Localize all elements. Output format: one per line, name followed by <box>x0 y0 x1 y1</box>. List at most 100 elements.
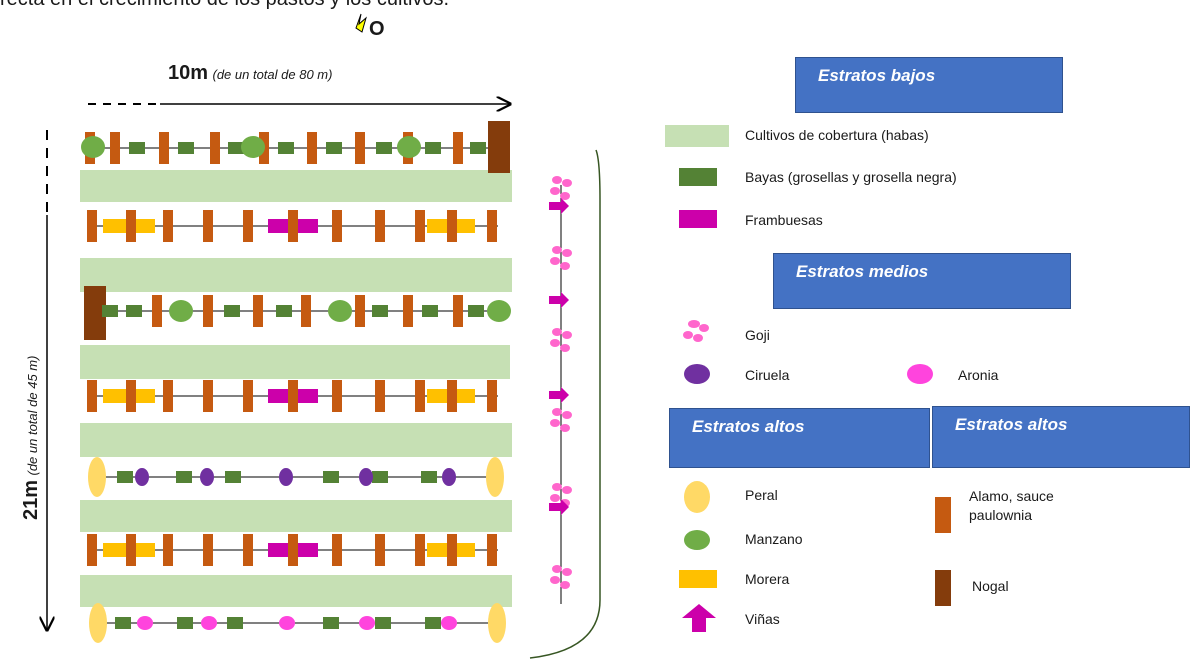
berry-bush <box>176 471 192 483</box>
berry-bush <box>372 305 388 317</box>
poplar-tree <box>253 295 263 327</box>
poplar-tree <box>87 534 97 566</box>
poplar-tree <box>159 132 169 164</box>
raspberry-swatch <box>679 210 717 228</box>
apple-swatch <box>684 530 710 550</box>
goji-shrub <box>550 328 572 352</box>
goji-berry <box>562 249 572 257</box>
berry-bush <box>422 305 438 317</box>
aronia-swatch <box>907 364 933 384</box>
goji-berry <box>562 411 572 419</box>
poplar-tree <box>203 534 213 566</box>
poplar-tree <box>332 210 342 242</box>
berry-bush <box>323 471 339 483</box>
poplar-tree <box>243 380 253 412</box>
apple-tree <box>397 136 421 158</box>
mulberry-swatch <box>679 570 717 588</box>
poplar-tree <box>210 132 220 164</box>
poplar-swatch <box>935 497 951 533</box>
walnut-label: Nogal <box>972 578 1009 594</box>
width-note: (de un total de 80 m) <box>212 67 333 82</box>
poplar-tree <box>87 210 97 242</box>
poplar-label: Alamo, sauce paulownia <box>969 488 1054 523</box>
cover-crop-band <box>80 423 512 457</box>
goji-shrub <box>550 565 572 589</box>
low-strata-header: Estratos bajos <box>795 57 1063 113</box>
poplar-tree <box>203 295 213 327</box>
goji-berry <box>562 331 572 339</box>
berry-bush <box>323 617 339 629</box>
aronia-shrub <box>279 616 295 630</box>
aronia-shrub <box>359 616 375 630</box>
poplar-tree <box>203 210 213 242</box>
berry-bush <box>425 142 441 154</box>
poplar-tree <box>126 380 136 412</box>
cover-crop-band <box>80 258 512 292</box>
high-strata-header-left: Estratos altos <box>669 408 930 468</box>
poplar-tree <box>415 210 425 242</box>
poplar-tree <box>87 380 97 412</box>
poplar-tree <box>243 534 253 566</box>
header-text: recta en el crecimiento de los pastos y … <box>0 0 449 11</box>
berry-bush <box>227 617 243 629</box>
poplar-tree <box>487 210 497 242</box>
width-value: 10m <box>168 62 209 84</box>
berry-bush <box>126 305 142 317</box>
berry-bush <box>470 142 486 154</box>
goji-berry <box>560 581 570 589</box>
poplar-tree <box>163 534 173 566</box>
poplar-tree <box>163 210 173 242</box>
vine-arrow <box>549 198 569 214</box>
poplar-tree <box>403 295 413 327</box>
aronia-shrub <box>201 616 217 630</box>
berry-bush <box>224 305 240 317</box>
aronia-shrub <box>441 616 457 630</box>
goji-icon <box>683 320 709 342</box>
apple-tree <box>241 136 265 158</box>
goji-shrub <box>550 246 572 270</box>
poplar-tree <box>487 534 497 566</box>
goji-label: Goji <box>745 327 770 343</box>
vine-arrow <box>549 499 569 515</box>
poplar-tree <box>447 534 457 566</box>
walnut-swatch <box>935 570 951 606</box>
width-dimension: 10m (de un total de 80 m) <box>168 62 332 85</box>
walnut-tree <box>488 121 510 173</box>
poplar-tree <box>415 534 425 566</box>
berry-bush <box>326 142 342 154</box>
cover-crop-band <box>80 345 510 379</box>
goji-berry <box>560 192 570 200</box>
berry-bush <box>178 142 194 154</box>
pear-label: Peral <box>745 487 778 503</box>
goji-berry <box>560 424 570 432</box>
cover-crop-swatch <box>665 125 729 147</box>
berry-bush <box>376 142 392 154</box>
plum-tree <box>135 468 149 486</box>
goji-shrub <box>550 408 572 432</box>
pear-swatch <box>684 481 710 513</box>
poplar-tree <box>447 380 457 412</box>
aronia-shrub <box>137 616 153 630</box>
berry-bush <box>278 142 294 154</box>
goji-berry <box>550 257 560 265</box>
pear-tree <box>88 457 106 497</box>
goji-berry <box>552 176 562 184</box>
poplar-tree <box>453 295 463 327</box>
cover-crop-band <box>80 170 512 202</box>
goji-shrub <box>550 176 572 200</box>
berry-bush <box>276 305 292 317</box>
apple-tree <box>169 300 193 322</box>
berry-bush <box>375 617 391 629</box>
poplar-tree <box>415 380 425 412</box>
poplar-tree <box>453 132 463 164</box>
aronia-label: Aronia <box>958 367 999 383</box>
berry-bush <box>102 305 118 317</box>
berry-bush <box>372 471 388 483</box>
goji-berry <box>552 328 562 336</box>
poplar-tree <box>487 380 497 412</box>
goji-berry <box>552 246 562 254</box>
poplar-tree <box>332 380 342 412</box>
poplar-tree <box>307 132 317 164</box>
goji-berry <box>562 179 572 187</box>
apple-label: Manzano <box>745 531 803 547</box>
